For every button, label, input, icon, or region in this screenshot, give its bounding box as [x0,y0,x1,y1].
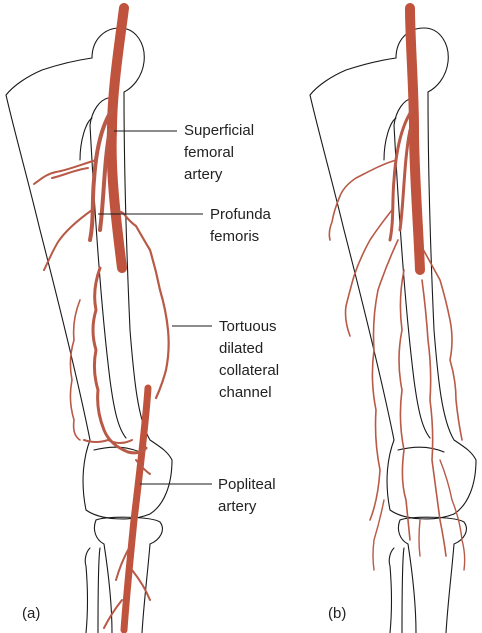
label-popliteal-artery: Popliteal artery [218,476,280,515]
popliteal-artery-a [124,388,148,630]
collateral-left-a [70,300,80,440]
femur-condyle-line-b [398,447,444,452]
superficial-femoral-artery-b [410,8,420,270]
panel-label-a: (a) [22,605,40,622]
fibula-outline-a [85,548,100,633]
branch-b-3 [370,240,398,520]
panel-b-diagram [310,8,476,633]
branch-b-8 [373,500,420,570]
panel-a-diagram [6,8,172,633]
superficial-femoral-artery-a [112,8,124,268]
label-collateral-channel: Tortuous dilated collateral channel [219,318,283,401]
label-profunda-femoris: Profunda femoris [210,206,275,245]
panel-label-b: (b) [328,605,346,622]
tibia-outline-b [398,517,466,633]
branch-b-1 [329,160,396,240]
branch-b-2 [346,210,393,336]
femur-outline-a [6,28,172,519]
profunda-femoris-b [390,110,412,240]
fibula-outline-b [389,548,404,633]
label-superficial-femoral-artery: Superficial femoral artery [184,122,258,183]
branch-a-2 [44,210,92,270]
branch-b-5 [399,270,410,540]
femur-outline-b [310,28,476,519]
branch-a-1 [34,160,96,184]
